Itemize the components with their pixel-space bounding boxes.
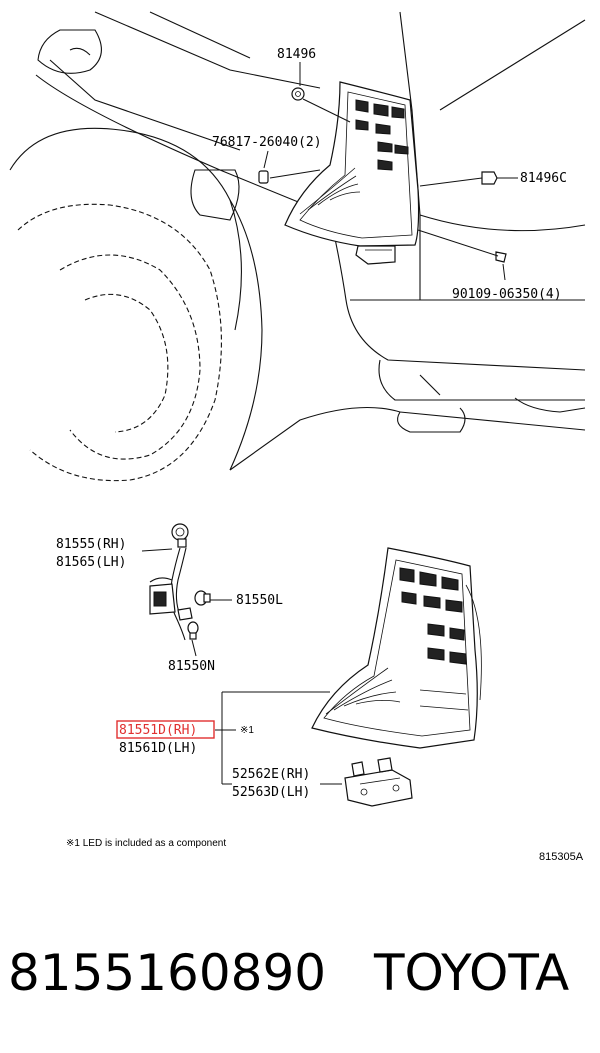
lower-leader-lines — [141, 548, 342, 785]
diagram-code: 815305A — [539, 851, 584, 863]
highlight-box — [116, 720, 215, 739]
callout-90109-06350: 90109-06350(4) — [452, 287, 562, 302]
clip-81496-icon — [291, 87, 305, 101]
screw-90109-icon — [495, 251, 507, 263]
bracket-76817-icon — [258, 170, 269, 184]
bulb-81550l-icon — [194, 590, 211, 606]
clip-81496c-icon — [481, 171, 498, 185]
callout-81551d[interactable]: 81551D(RH) — [119, 723, 197, 738]
tail-lamp-assembly — [311, 547, 482, 749]
footnote-led: ※1 LED is included as a component — [66, 838, 226, 849]
upper-leader-lines — [263, 62, 518, 281]
led-note-mark: ※1 — [240, 725, 254, 736]
tail-lamp-installed — [284, 81, 420, 265]
callout-81550l: 81550L — [236, 593, 283, 608]
callout-81555: 81555(RH) — [56, 537, 126, 552]
brand-name: TOYOTA — [373, 944, 569, 1002]
callout-52562e: 52562E(RH) — [232, 767, 310, 782]
socket-wire-harness — [149, 523, 193, 641]
callout-81561d: 81561D(LH) — [119, 741, 197, 756]
callout-52563d: 52563D(LH) — [232, 785, 310, 800]
callout-81496c: 81496C — [520, 171, 567, 186]
lamp-bracket — [344, 757, 413, 807]
callout-81550n: 81550N — [168, 659, 215, 674]
bulb-81550n-icon — [187, 621, 199, 640]
callout-81565: 81565(LH) — [56, 555, 126, 570]
part-number: 8155160890 — [8, 944, 326, 1002]
callout-76817-26040: 76817-26040(2) — [212, 135, 322, 150]
vehicle-outline — [9, 11, 586, 482]
callout-81496: 81496 — [277, 47, 316, 62]
